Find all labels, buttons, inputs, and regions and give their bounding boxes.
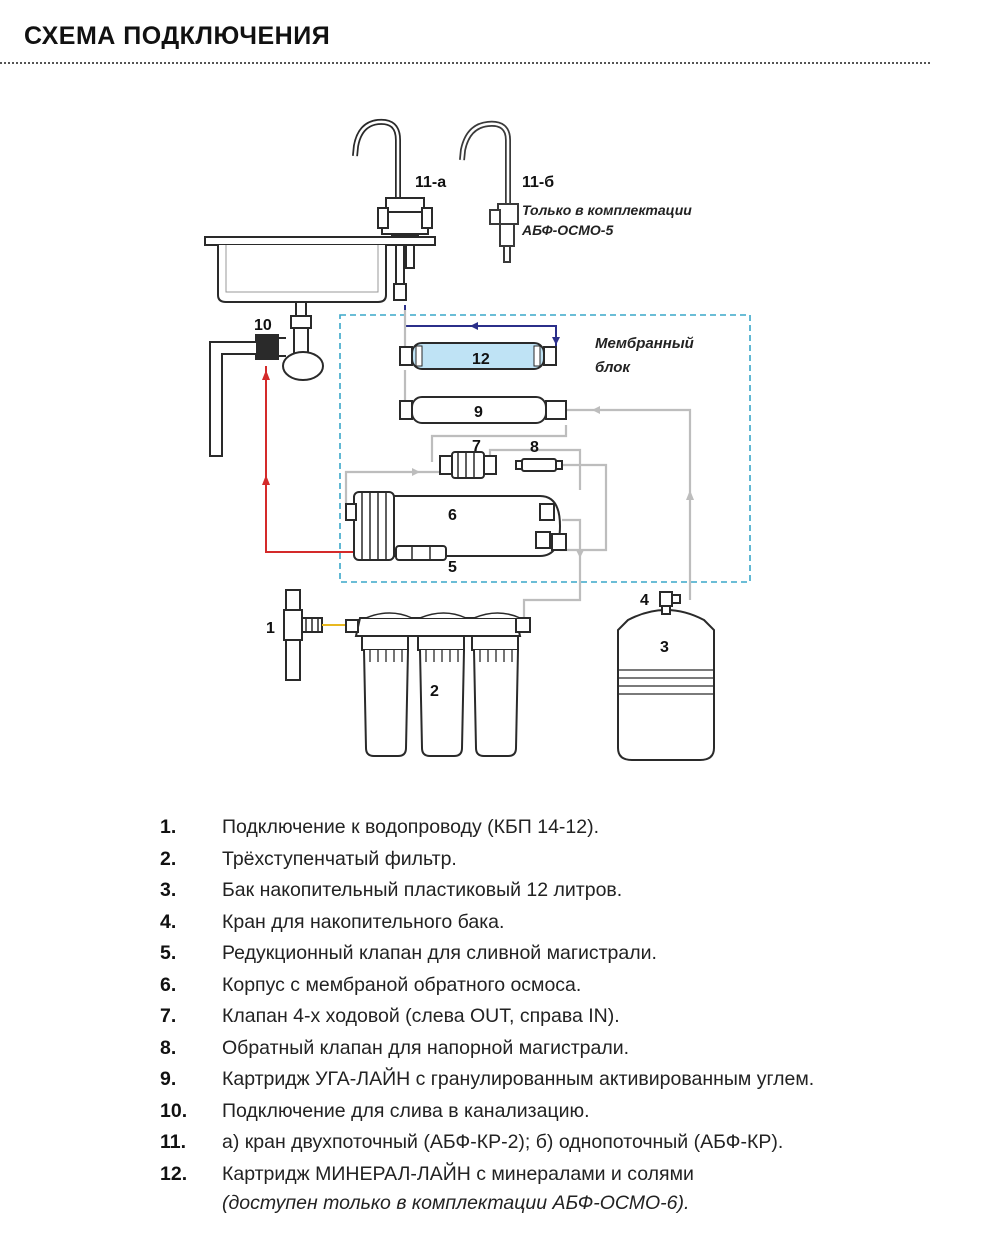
legend-text: Клапан 4-х ходовой (слева OUT, справа IN… [222,1005,620,1027]
purified-flow-arrow-2 [552,337,560,345]
membrane-block-label-1: Мембранный [595,335,694,352]
flow-arrow-b [686,490,694,500]
water-inlet-1 [283,589,323,681]
label-11a: 11-а [415,174,446,191]
flow-arrow-c [412,468,420,476]
legend-number: 11. [160,1131,187,1153]
legend-item: 3. Бак накопительный пластиковый 12 литр… [160,875,960,907]
legend-item: 7. Клапан 4-х ходовой (слева OUT, справа… [160,1001,960,1033]
legend-text: Подключение для слива в канализацию. [222,1099,590,1122]
legend-number: 7. [160,1005,177,1027]
mineral-cartridge-12 [399,342,557,370]
label-12: 12 [472,351,490,368]
legend: 1. Подключение к водопроводу (КБП 14-12)… [160,812,960,1216]
legend-text-main: Картридж МИНЕРАЛ-ЛАЙН с минералами и сол… [222,1162,694,1185]
legend-number: 6. [160,973,177,996]
label-9: 9 [474,404,483,421]
membrane-block-label-2: блок [595,359,631,376]
drain-connection-10 [209,301,324,457]
label-5: 5 [448,559,457,576]
page-title: СХЕМА ПОДКЛЮЧЕНИЯ [24,22,331,50]
label-4: 4 [640,592,649,609]
legend-text: Кран для накопительного бака. [222,910,505,933]
carbon-cartridge-9 [399,396,567,424]
flow-arrow-d [576,550,584,558]
legend-item: 2. Трёхступенчатый фильтр. [160,844,960,876]
legend-number: 8. [160,1036,177,1059]
legend-text: Корпус с мембраной обратного осмоса. [222,973,582,996]
title-divider [0,62,930,64]
tap-11b [459,120,519,263]
legend-text: Картридж УГА-ЛАЙН с гранулированным акти… [222,1068,815,1090]
legend-number: 4. [160,910,177,933]
membrane-housing-6 [345,491,567,561]
label-2: 2 [430,683,439,700]
legend-text: Картридж МИНЕРАЛ-ЛАЙН с минералами и сол… [222,1159,694,1217]
legend-number: 5. [160,942,177,964]
legend-number: 9. [160,1068,177,1090]
drain-arrow-1 [262,370,270,380]
legend-number: 1. [160,816,177,838]
legend-item: 6. Корпус с мембраной обратного осмоса. [160,970,960,1002]
sink [204,236,436,303]
legend-text: Обратный клапан для напорной магистрали. [222,1036,630,1059]
legend-item: 8. Обратный клапан для напорной магистра… [160,1033,960,1065]
legend-note: (доступен только в комплектации АБФ-ОСМО… [222,1192,690,1214]
label-7: 7 [472,438,481,455]
legend-item: 10. Подключение для слива в канализацию. [160,1096,960,1128]
four-way-valve-7 [439,451,497,479]
three-stage-filter-2 [345,612,531,757]
label-8: 8 [530,439,539,456]
storage-tank-3 [617,609,715,761]
label-1: 1 [266,620,275,637]
flow-arrow-a [592,406,600,414]
label-6: 6 [448,507,457,524]
membrane-block-frame [339,314,751,583]
label-10: 10 [254,317,272,334]
legend-item: 11. а) кран двухпоточный (АБФ-КР-2); б) … [160,1127,960,1159]
legend-text: Трёхступенчатый фильтр. [222,847,457,870]
legend-number: 12. [160,1162,188,1185]
tap-b-note-line2: АБФ-ОСМО-5 [521,222,613,238]
legend-text: Редукционный клапан для сливной магистра… [222,942,657,964]
connection-diagram: 11-а 11-б Только в комплектации АБФ-ОСМО… [204,118,751,761]
label-11b: 11-б [522,174,554,191]
legend-item: 9. Картридж УГА-ЛАЙН с гранулированным а… [160,1064,960,1096]
reduction-valve-5 [395,545,447,561]
label-3: 3 [660,639,669,656]
tank-valve-4 [659,591,681,615]
legend-item: 5. Редукционный клапан для сливной магис… [160,938,960,970]
legend-item: 12. Картридж МИНЕРАЛ-ЛАЙН с минералами и… [160,1159,960,1217]
legend-text: Подключение к водопроводу (КБП 14-12). [222,816,600,838]
legend-number: 10. [160,1099,188,1122]
legend-number: 3. [160,879,177,901]
legend-text: Бак накопительный пластиковый 12 литров. [222,879,623,901]
purified-flow-arrow [470,322,478,330]
purified-water-line [404,305,557,346]
legend-item: 4. Кран для накопительного бака. [160,907,960,939]
legend-item: 1. Подключение к водопроводу (КБП 14-12)… [160,812,960,844]
legend-number: 2. [160,847,177,870]
drain-arrow-2 [262,475,270,485]
legend-text: а) кран двухпоточный (АБФ-КР-2); б) одно… [222,1131,784,1153]
check-valve-8 [515,458,563,472]
tap-b-note-line1: Только в комплектации [522,202,692,218]
